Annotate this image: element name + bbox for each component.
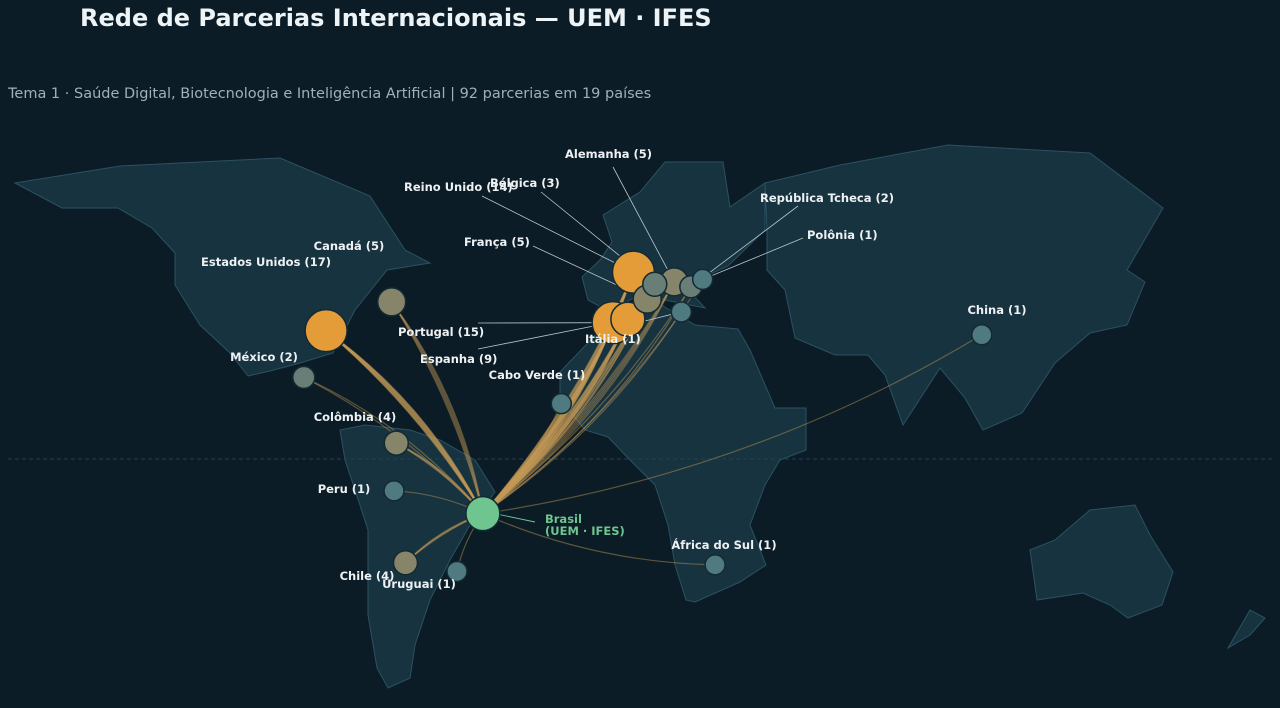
link-china	[482, 334, 983, 515]
label-polonia: Polônia (1)	[807, 228, 878, 242]
label-belgica: Bélgica (3)	[490, 176, 560, 190]
leader-brasil	[499, 514, 536, 523]
node-chile[interactable]	[392, 550, 419, 576]
leader-reino-unido	[481, 195, 634, 273]
label-alemanha: Alemanha (5)	[565, 147, 652, 161]
node-cabo-verde[interactable]	[550, 392, 573, 415]
link-alemanha	[482, 281, 675, 515]
page-title: Rede de Parcerias Internacionais — UEM ·…	[80, 4, 712, 32]
link-alemanha	[482, 281, 675, 515]
node-espanha[interactable]	[610, 301, 646, 337]
label-chile: Chile (4)	[340, 569, 395, 583]
link-canada	[391, 301, 484, 514]
node-africa-do-sul[interactable]	[704, 554, 726, 576]
hub-label-institutions: (UEM · IFES)	[545, 524, 625, 538]
label-peru: Peru (1)	[318, 482, 371, 496]
leader-alemanha	[612, 166, 675, 283]
africa-landmass	[559, 302, 807, 603]
label-italia: Itália (1)	[585, 332, 641, 346]
link-alemanha	[482, 281, 675, 515]
label-layer: Estados Unidos (17) Reino Unido (14) Portu…	[201, 147, 1026, 591]
link-canada	[391, 301, 484, 514]
node-belgica[interactable]	[642, 271, 668, 298]
node-canada[interactable]	[376, 287, 407, 317]
link-alemanha	[482, 281, 675, 515]
label-reino-unido: Reino Unido (14)	[404, 180, 513, 194]
label-canada: Canadá (5)	[314, 239, 385, 253]
leader-polonia	[702, 237, 804, 280]
node-colombia[interactable]	[383, 430, 410, 456]
node-polonia[interactable]	[691, 268, 714, 291]
label-espanha: Espanha (9)	[420, 352, 497, 366]
link-republica-tcheca	[482, 286, 692, 515]
link-alemanha	[482, 281, 675, 515]
label-cabo-verde: Cabo Verde (1)	[489, 368, 586, 382]
label-china: China (1)	[967, 303, 1026, 317]
link-estados-unidos	[325, 330, 484, 514]
label-africa-do-sul: África do Sul (1)	[671, 537, 776, 552]
hub-node-brasil[interactable]	[465, 495, 501, 532]
link-espanha	[482, 318, 629, 515]
label-franca: França (5)	[464, 235, 530, 249]
page-subtitle: Tema 1 · Saúde Digital, Biotecnologia e …	[8, 86, 652, 102]
label-colombia: Colômbia (4)	[314, 410, 397, 424]
node-china[interactable]	[971, 324, 993, 346]
australia-landmass	[1029, 504, 1174, 619]
node-mexico[interactable]	[292, 365, 316, 390]
label-uruguai: Uruguai (1)	[382, 577, 456, 591]
hub-label-name: Brasil	[545, 512, 582, 526]
label-estados-unidos: Estados Unidos (17)	[201, 255, 331, 269]
link-italia	[482, 311, 682, 515]
land-layer	[13, 144, 1266, 689]
node-italia[interactable]	[670, 301, 693, 323]
link-republica-tcheca	[482, 286, 692, 515]
node-peru[interactable]	[383, 480, 405, 502]
node-estados-unidos[interactable]	[304, 308, 348, 353]
asia-landmass	[764, 144, 1164, 431]
label-republica-tcheca: República Tcheca (2)	[760, 191, 894, 205]
link-canada	[391, 301, 484, 514]
label-portugal: Portugal (15)	[398, 325, 484, 339]
new-zealand-landmass	[1226, 609, 1266, 650]
node-layer	[292, 250, 993, 583]
node-uruguai[interactable]	[446, 560, 468, 583]
link-africa-do-sul	[482, 513, 716, 566]
link-canada	[391, 301, 484, 514]
label-mexico: México (2)	[230, 350, 298, 364]
link-canada	[391, 301, 484, 514]
